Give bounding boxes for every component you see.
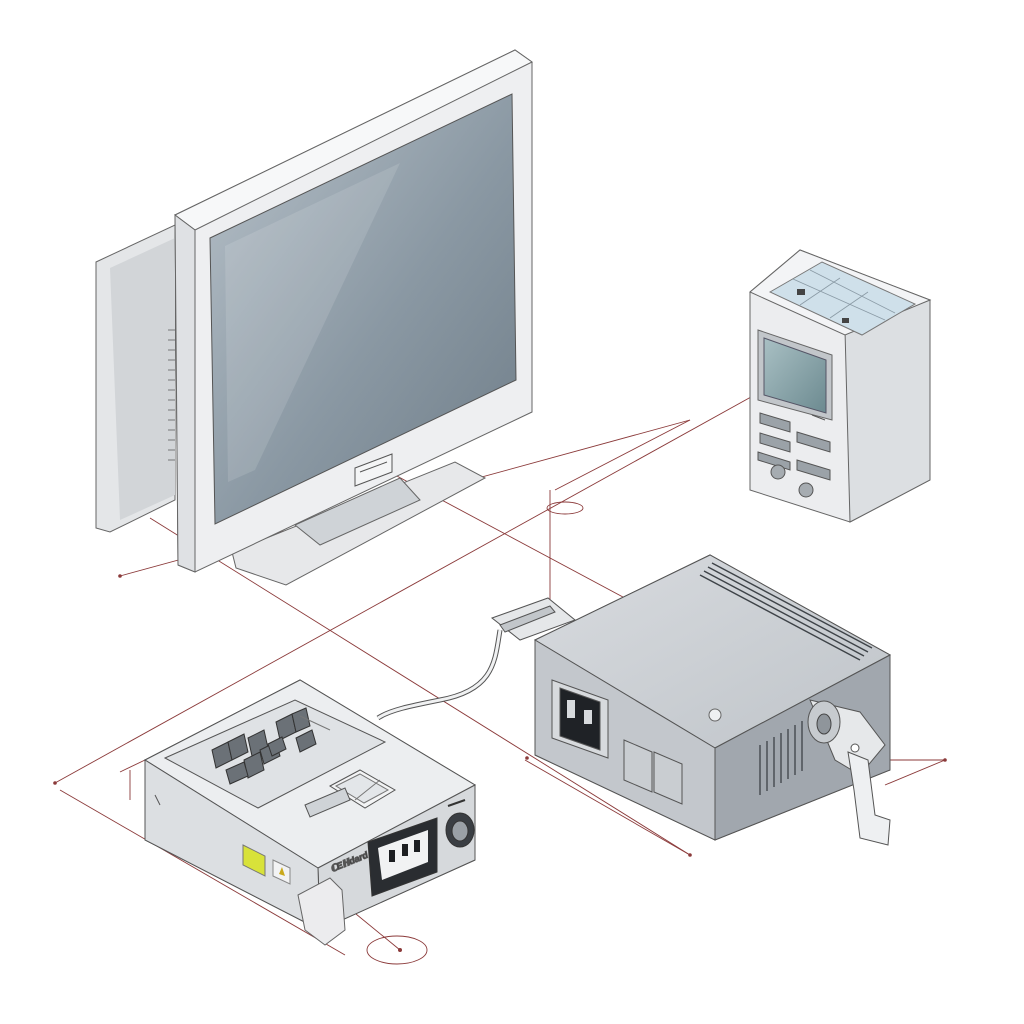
leader-circle — [546, 501, 584, 515]
terminal-keypad-panel — [768, 261, 917, 336]
cable-highlight — [377, 629, 502, 720]
adapter-yellow-label — [242, 844, 266, 877]
adapter-mark — [447, 799, 466, 807]
monitor-button-slot — [359, 461, 388, 473]
monitor-screen — [209, 93, 517, 525]
terminal-button[interactable] — [759, 412, 791, 433]
power-supply-vents-top — [699, 562, 873, 661]
adapter-slot — [304, 787, 351, 818]
leader-line — [119, 759, 146, 773]
dimension-dot — [53, 781, 57, 785]
outlet-pin — [567, 700, 575, 718]
adapter-key[interactable] — [291, 707, 311, 733]
monitor-power-button[interactable] — [354, 453, 393, 487]
power-supply-foot — [847, 751, 891, 846]
inlet-pin — [414, 840, 420, 852]
outlet-pin — [584, 710, 592, 724]
adapter-panel-line — [299, 715, 331, 731]
dimension-dot — [943, 758, 947, 762]
power-supply-panel — [623, 739, 653, 793]
adapter: ℂEℍdard — [143, 679, 477, 946]
power-supply-vents-side — [759, 721, 803, 795]
dimension-dot — [688, 853, 692, 857]
leader-line — [149, 517, 691, 856]
monitor-stand-neck — [294, 477, 421, 546]
leader-line — [54, 391, 761, 784]
adapter-keys — [211, 707, 317, 785]
leader-line — [884, 759, 946, 786]
inlet-pin — [402, 844, 408, 856]
warning-icon — [279, 867, 285, 876]
adapter-key[interactable] — [227, 733, 249, 761]
dimension-dot — [525, 756, 529, 760]
connector-plug-shade — [499, 605, 556, 633]
adapter-key[interactable] — [267, 736, 287, 757]
jack-center — [451, 820, 469, 842]
terminal-button[interactable] — [796, 459, 831, 481]
adapter-window-mark — [354, 779, 381, 801]
adapter-key[interactable] — [295, 729, 317, 753]
terminal-mark — [811, 414, 826, 421]
monitor-screen-glare — [225, 163, 400, 482]
leader-circle — [366, 935, 428, 965]
power-supply-panel — [653, 751, 683, 805]
monitor-bezel-left — [174, 213, 196, 573]
terminal-button[interactable] — [759, 432, 791, 453]
terminal-keypad-lines — [792, 269, 896, 321]
bracket-hole — [850, 743, 860, 753]
adapter-latch — [297, 877, 346, 946]
terminal-key[interactable] — [797, 289, 805, 295]
leader-line — [59, 789, 346, 956]
adapter-window-inner — [334, 773, 390, 804]
cable — [376, 629, 503, 721]
terminal-buttons — [757, 412, 831, 481]
terminal-button[interactable] — [757, 451, 791, 471]
monitor — [95, 49, 533, 586]
inlet-pin — [389, 850, 395, 862]
monitor-vent — [168, 329, 175, 461]
adapter-side-mark — [154, 794, 161, 806]
power-supply-indicator — [708, 708, 722, 722]
terminal-button[interactable] — [796, 431, 831, 453]
terminal-round-button[interactable] — [770, 464, 786, 480]
leader-line — [554, 419, 691, 491]
terminal-lcd-screen — [763, 337, 827, 414]
dimension-dot — [118, 574, 122, 578]
terminal-round-button[interactable] — [798, 482, 814, 498]
knob-center — [816, 713, 832, 735]
power-supply — [490, 554, 892, 846]
leader-line — [524, 759, 691, 856]
adapter-key[interactable] — [225, 761, 249, 785]
monitor-rear-shade — [110, 238, 175, 520]
terminal — [749, 249, 932, 523]
dimension-dots — [53, 574, 947, 952]
terminal-key[interactable] — [842, 318, 849, 323]
dimension-dot — [398, 948, 402, 952]
